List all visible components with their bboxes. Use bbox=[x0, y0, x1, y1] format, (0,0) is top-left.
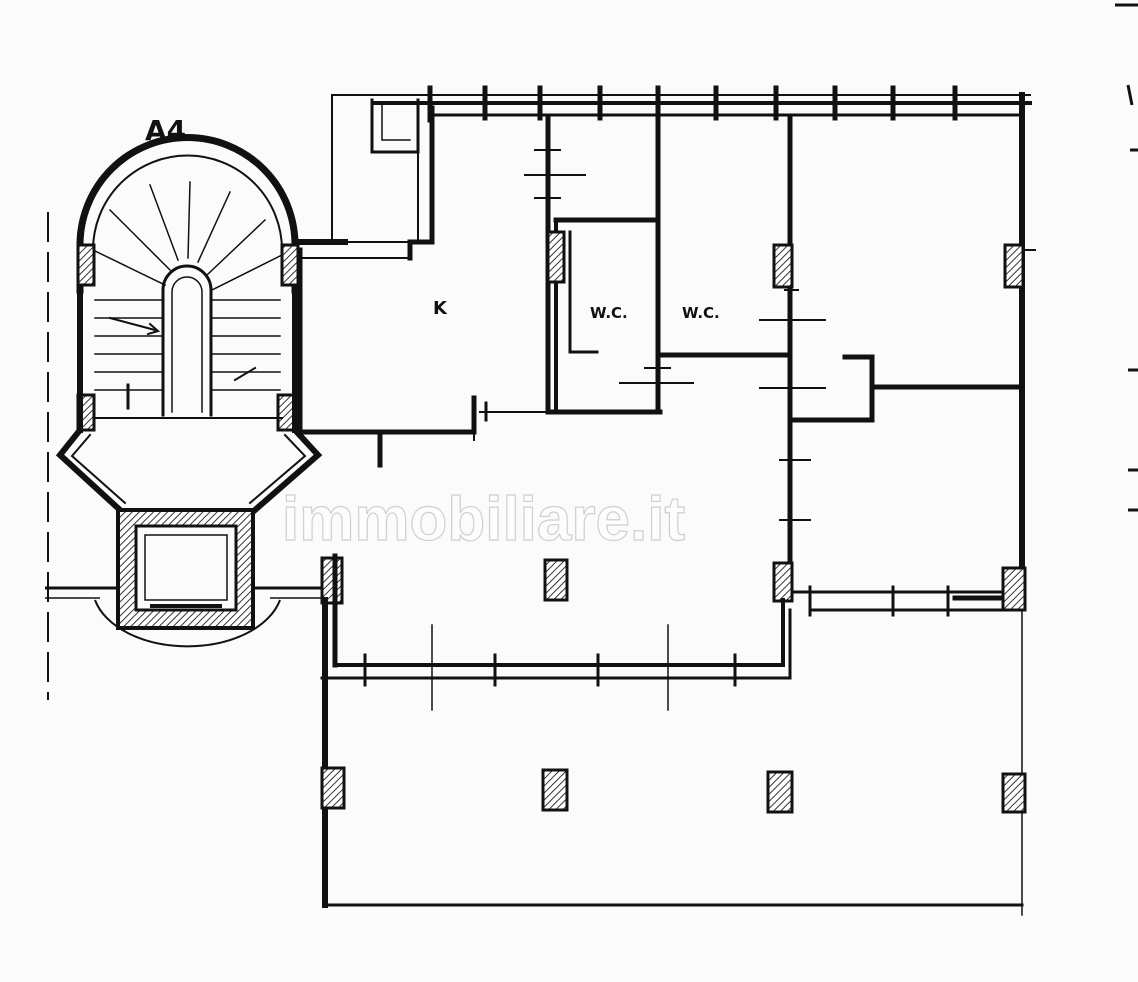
room-label-wc-right: W.C. bbox=[682, 304, 720, 322]
stairwell bbox=[55, 134, 323, 515]
lower-pillars bbox=[320, 766, 1027, 814]
room-label-wc-left: W.C. bbox=[590, 304, 628, 322]
watermark: immobiliare.it bbox=[282, 485, 685, 554]
upper-pillars bbox=[320, 230, 1027, 612]
lower-terrace bbox=[320, 553, 1024, 916]
margin-marks bbox=[1115, 3, 1138, 512]
room-label-kitchen: K bbox=[433, 298, 448, 319]
upper-apartment-walls bbox=[297, 85, 1036, 617]
lift-shaft bbox=[45, 212, 325, 700]
block-label: A4 bbox=[145, 114, 186, 147]
